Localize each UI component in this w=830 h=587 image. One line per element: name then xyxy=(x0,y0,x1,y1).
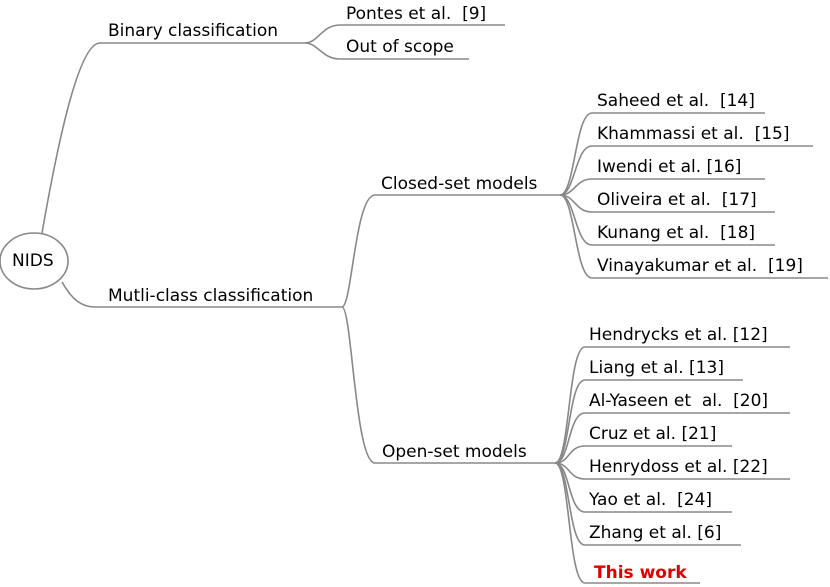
leaf-al-yaseen: Al-Yaseen et al. [20] xyxy=(589,391,769,411)
connector-multi-closed xyxy=(341,194,560,308)
open-set-models-label: Open-set models xyxy=(382,442,527,462)
connector-closed-vinayakumar xyxy=(559,194,828,279)
connector-open-hendrycks xyxy=(554,346,790,464)
connector-closed-saheed xyxy=(559,112,765,196)
connector-closed-iwendi xyxy=(559,178,765,196)
root-node-label: NIDS xyxy=(12,251,54,271)
connector-root-multi xyxy=(61,281,342,308)
leaf-cruz: Cruz et al. [21] xyxy=(589,424,717,444)
leaf-saheed: Saheed et al. [14] xyxy=(597,91,755,111)
connector-open-alyaseen xyxy=(554,412,790,464)
connector-root-binary xyxy=(41,42,305,234)
leaf-iwendi: Iwendi et al. [16] xyxy=(597,157,742,177)
connector-multi-open xyxy=(341,306,555,464)
multi-class-classification-label: Mutli-class classification xyxy=(108,286,314,306)
leaf-pontes: Pontes et al. [9] xyxy=(346,4,487,24)
connector-closed-khammassi xyxy=(559,145,813,196)
connector-open-liang xyxy=(554,379,743,464)
connector-binary-outofscope xyxy=(304,42,469,60)
leaf-liang: Liang et al. [13] xyxy=(589,358,724,378)
leaf-hendrycks: Hendrycks et al. [12] xyxy=(589,325,768,345)
leaf-henrydoss: Henrydoss et al. [22] xyxy=(589,457,768,477)
leaf-vinayakumar: Vinayakumar et al. [19] xyxy=(597,256,803,276)
leaf-oliveira: Oliveira et al. [17] xyxy=(597,190,757,210)
leaf-kunang: Kunang et al. [18] xyxy=(597,223,756,243)
connector-binary-pontes xyxy=(304,24,505,44)
binary-classification-label: Binary classification xyxy=(108,21,278,41)
root-node-ellipse xyxy=(0,232,69,290)
closed-set-models-label: Closed-set models xyxy=(381,174,538,194)
connector-open-cruz xyxy=(554,445,732,464)
leaf-this-work: This work xyxy=(594,563,687,583)
leaf-out-of-scope: Out of scope xyxy=(346,37,454,57)
leaf-yao: Yao et al. [24] xyxy=(589,490,713,510)
leaf-zhang: Zhang et al. [6] xyxy=(589,523,722,543)
connector-open-thiswork xyxy=(554,462,700,584)
leaf-khammassi: Khammassi et al. [15] xyxy=(597,124,790,144)
